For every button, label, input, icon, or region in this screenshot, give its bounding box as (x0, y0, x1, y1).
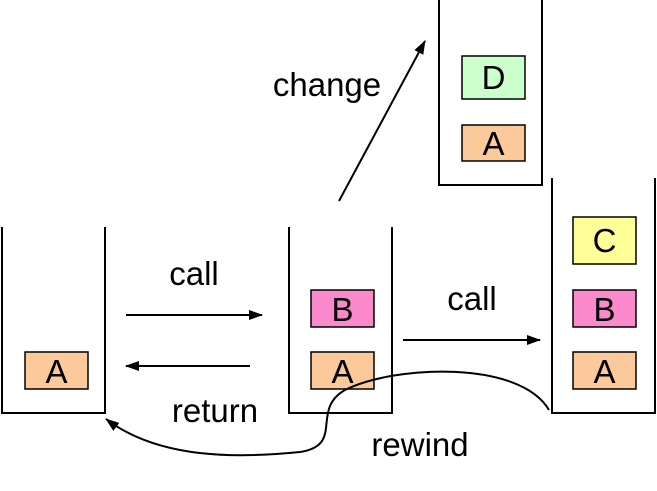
frame-box: B (310, 289, 375, 328)
frame-b (310, 289, 375, 328)
call-label-1: call (169, 255, 219, 292)
frame-box: B (572, 289, 637, 328)
stack-1: A (1, 227, 106, 414)
frame-box: A (572, 351, 637, 390)
frame-a (461, 124, 526, 162)
return-label: return (172, 392, 258, 429)
stack-3: D A (438, 0, 543, 186)
rewind-edge: rewind (105, 370, 550, 463)
frame-box: C (572, 216, 637, 265)
frame-a-label: A (482, 125, 504, 162)
frame-b-label: B (331, 291, 353, 328)
change-edge: change (273, 40, 426, 202)
call-label-2: call (447, 280, 497, 317)
stack-3-container (438, 0, 543, 186)
frame-a (572, 351, 637, 390)
frame-b-label: B (593, 291, 615, 328)
frame-d (461, 55, 526, 100)
return-edge: return (125, 361, 258, 429)
frame-box: A (310, 351, 375, 390)
change-label: change (273, 66, 381, 103)
stack-4: C B A (551, 178, 656, 414)
stack-2: B A (288, 227, 393, 414)
frame-c-label: C (593, 222, 617, 259)
frame-box: D (461, 55, 526, 100)
frame-a-label: A (45, 353, 67, 390)
frame-a-label: A (593, 353, 615, 390)
frame-box: A (24, 351, 89, 390)
rewind-arrow (105, 370, 550, 457)
frame-d-label: D (482, 59, 506, 96)
stack-1-container (1, 227, 106, 414)
call-edge-1: call (126, 255, 263, 320)
frame-box: A (461, 124, 526, 162)
call-edge-2: call (403, 280, 541, 345)
change-arrow (338, 40, 426, 202)
frame-a (24, 351, 89, 390)
frame-a-label: A (331, 353, 353, 390)
rewind-label: rewind (371, 426, 468, 463)
stack-2-container (288, 227, 393, 414)
frame-b (572, 289, 637, 328)
frame-c (572, 216, 637, 265)
stack-4-container (551, 178, 656, 414)
